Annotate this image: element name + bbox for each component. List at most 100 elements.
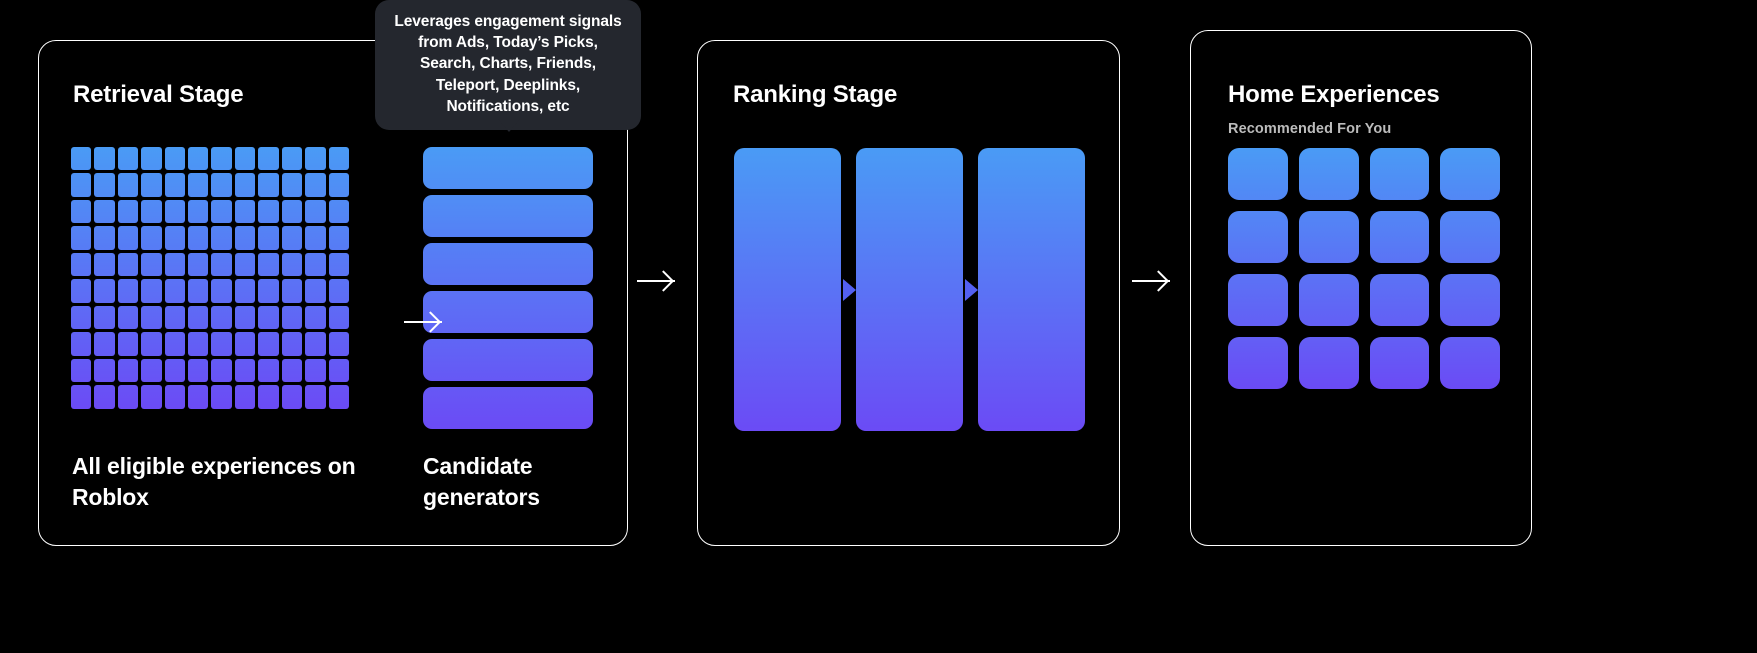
experience-cell — [164, 305, 186, 330]
experience-cell — [234, 358, 256, 383]
candidate-generator-bar — [423, 243, 593, 285]
home-experience-tile[interactable] — [1298, 273, 1359, 326]
experience-cell — [258, 279, 279, 303]
home-experience-tile[interactable] — [1228, 210, 1288, 263]
experience-cell — [188, 173, 209, 197]
experience-cell — [94, 358, 115, 383]
experience-cell — [258, 199, 279, 224]
experience-cell — [234, 385, 256, 409]
experience-cell — [94, 147, 115, 171]
experience-cell — [164, 332, 186, 356]
experience-cell — [164, 226, 186, 250]
home-experience-tile[interactable] — [1440, 336, 1500, 389]
experience-cell — [305, 305, 326, 330]
experience-cell — [117, 305, 139, 330]
experience-cell — [234, 226, 256, 250]
panel-ranking-stage: Ranking Stage — [697, 40, 1120, 546]
experience-cell — [164, 173, 186, 197]
experience-cell — [328, 226, 349, 250]
experience-cell — [188, 279, 209, 303]
ranking-columns-group — [734, 148, 1085, 431]
experience-cell — [234, 252, 256, 277]
experience-cell — [305, 173, 326, 197]
experience-cell — [281, 173, 303, 197]
home-experience-tile[interactable] — [1440, 273, 1500, 326]
home-experience-tile[interactable] — [1369, 273, 1430, 326]
experience-cell — [234, 305, 256, 330]
home-experience-tile[interactable] — [1369, 148, 1430, 200]
experience-cell — [117, 199, 139, 224]
experience-cell — [211, 305, 232, 330]
ranking-flow-arrow-icon — [965, 278, 978, 301]
home-experience-tile[interactable] — [1298, 210, 1359, 263]
experience-cell — [305, 199, 326, 224]
experience-cell — [94, 173, 115, 197]
arrow-retrieval-to-candidates — [404, 321, 442, 323]
experience-cell — [258, 147, 279, 171]
home-experience-tile[interactable] — [1228, 148, 1288, 200]
experience-cell — [234, 199, 256, 224]
experience-cell — [281, 332, 303, 356]
ranking-column — [856, 148, 978, 431]
experience-cell — [188, 252, 209, 277]
experience-cell — [211, 279, 232, 303]
experience-cell — [328, 173, 349, 197]
experience-cell — [71, 252, 92, 277]
ranking-stage-title: Ranking Stage — [733, 81, 898, 108]
experience-cell — [164, 147, 186, 171]
home-experience-tile[interactable] — [1298, 148, 1359, 200]
home-experience-tile[interactable] — [1440, 210, 1500, 263]
experience-cell — [71, 199, 92, 224]
experience-cell — [281, 147, 303, 171]
experience-cell — [117, 173, 139, 197]
candidate-generator-bar — [423, 291, 593, 333]
experience-cell — [328, 199, 349, 224]
home-experiences-grid — [1228, 148, 1500, 389]
experience-cell — [258, 332, 279, 356]
experience-cell — [141, 252, 162, 277]
experience-cell — [71, 332, 92, 356]
experience-cell — [211, 332, 232, 356]
experience-cell — [71, 279, 92, 303]
home-experience-tile[interactable] — [1440, 148, 1500, 200]
home-experience-tile[interactable] — [1369, 336, 1430, 389]
experience-cell — [117, 252, 139, 277]
home-experience-tile[interactable] — [1298, 336, 1359, 389]
candidate-generator-bar — [423, 195, 593, 237]
experience-cell — [305, 358, 326, 383]
experience-cell — [305, 252, 326, 277]
experience-cell — [94, 279, 115, 303]
experience-cell — [211, 173, 232, 197]
experience-cell — [328, 305, 349, 330]
home-experience-tile[interactable] — [1228, 336, 1288, 389]
experience-cell — [328, 385, 349, 409]
experience-cell — [258, 358, 279, 383]
engagement-signals-tooltip: Leverages engagement signals from Ads, T… — [375, 0, 641, 131]
experience-cell — [188, 226, 209, 250]
experience-cell — [94, 332, 115, 356]
experience-cell — [305, 147, 326, 171]
experience-cell — [94, 252, 115, 277]
experience-cell — [94, 305, 115, 330]
experience-cell — [211, 199, 232, 224]
experience-cell — [117, 385, 139, 409]
home-experience-tile[interactable] — [1228, 273, 1288, 326]
experience-cell — [141, 385, 162, 409]
candidate-generator-bar — [423, 147, 593, 189]
ranking-flow-arrow-icon — [843, 278, 856, 301]
all-eligible-experiences-caption: All eligible experiences on Roblox — [72, 453, 356, 510]
experience-cell — [258, 252, 279, 277]
experience-cell — [281, 252, 303, 277]
experience-cell — [71, 385, 92, 409]
experience-cell — [305, 332, 326, 356]
experience-cell — [234, 332, 256, 356]
experience-cell — [141, 147, 162, 171]
experience-cell — [258, 305, 279, 330]
experience-cell — [94, 226, 115, 250]
arrow-ranking-to-home — [1132, 280, 1170, 282]
experience-cell — [141, 173, 162, 197]
experience-cell — [211, 252, 232, 277]
home-experience-tile[interactable] — [1369, 210, 1430, 263]
tooltip-tail-icon — [498, 119, 520, 132]
